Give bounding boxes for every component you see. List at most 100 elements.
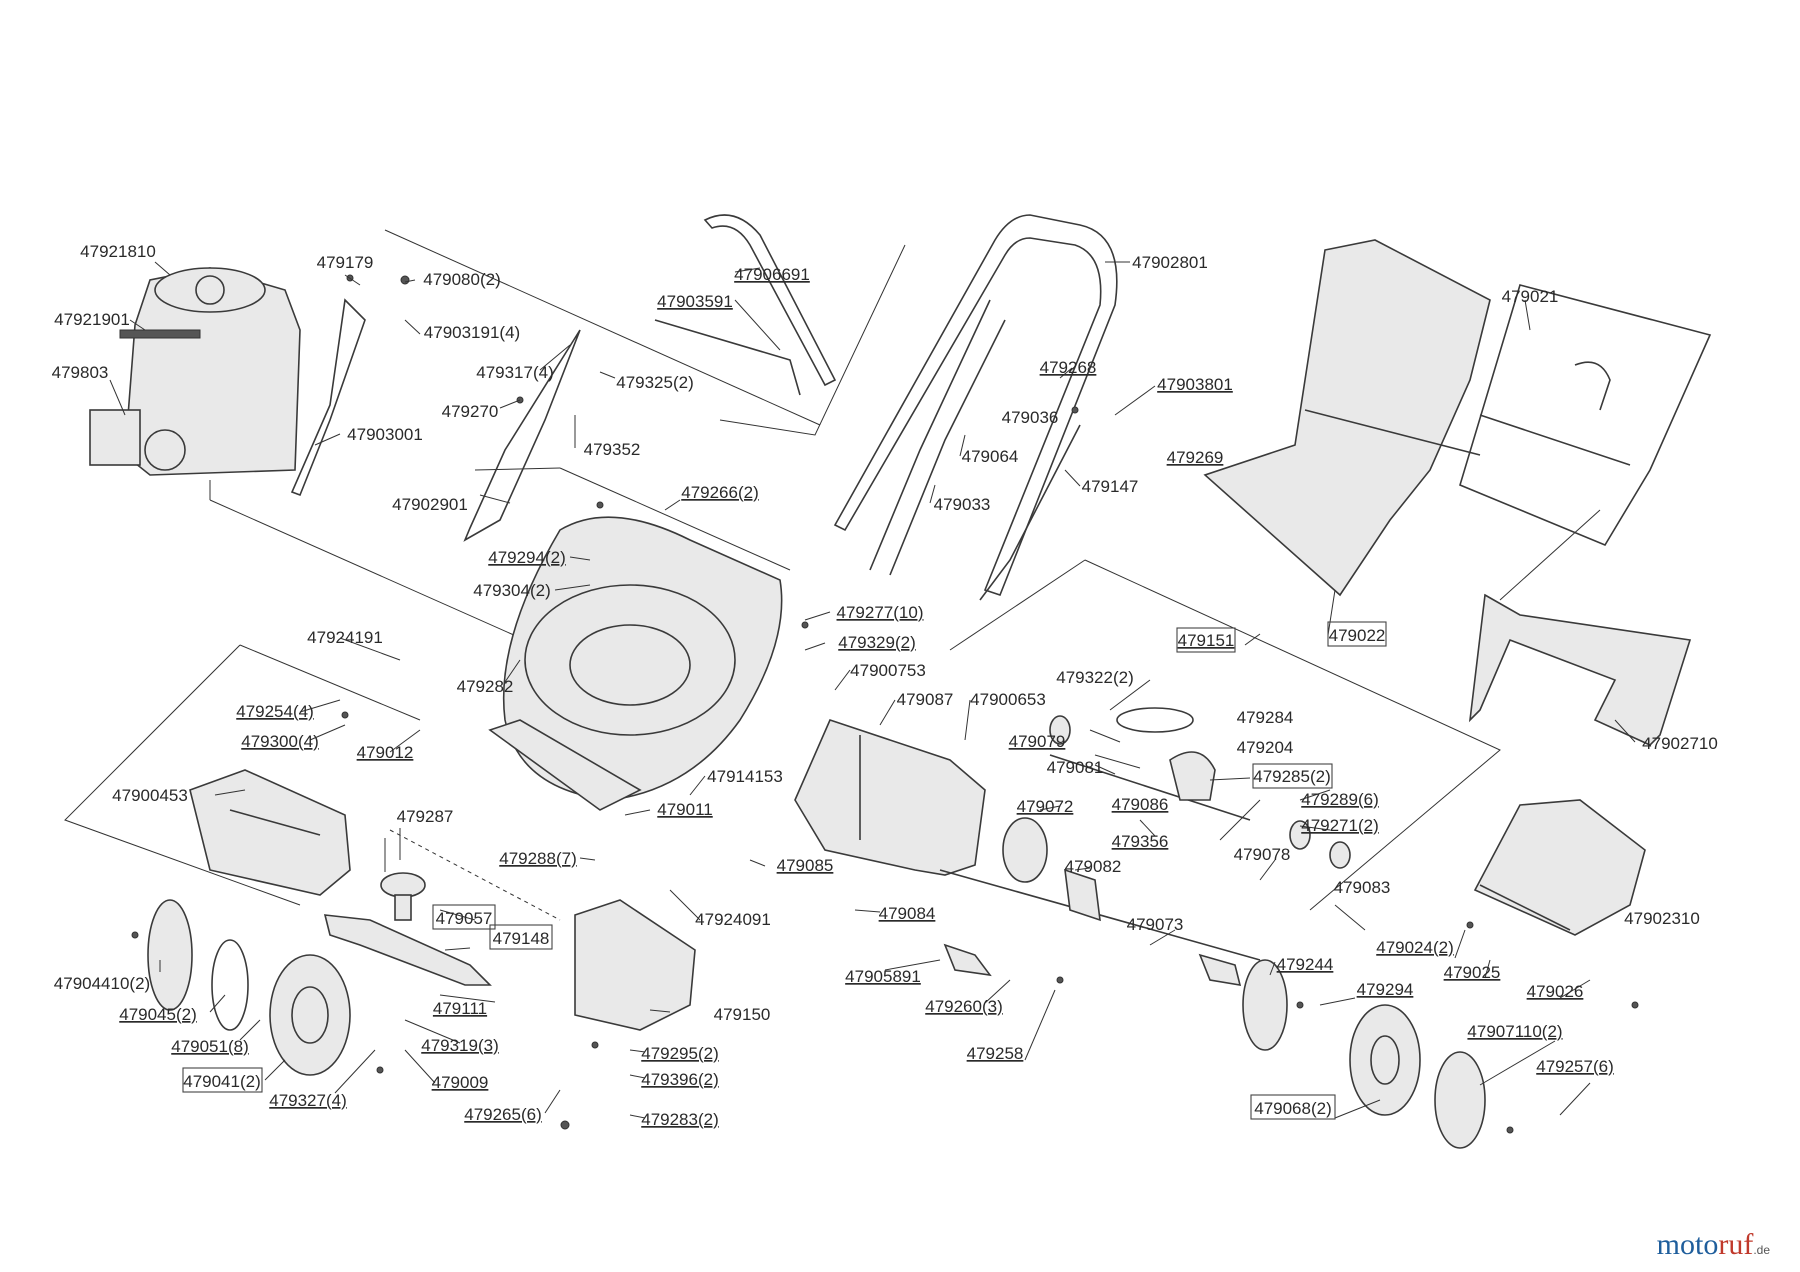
part-label: 479045(2) bbox=[119, 1005, 197, 1024]
rear-flap bbox=[1473, 799, 1646, 936]
rear-wheels bbox=[1242, 959, 1486, 1149]
gearbox-axle bbox=[939, 707, 1351, 986]
part-label: 479271(2) bbox=[1301, 816, 1379, 835]
part-label: 479026 bbox=[1527, 982, 1584, 1001]
part-label: 479148 bbox=[493, 929, 550, 948]
part-label: 47902801 bbox=[1132, 253, 1208, 272]
part-label: 479327(4) bbox=[269, 1091, 347, 1110]
part-label: 47903591 bbox=[657, 292, 733, 311]
part-label: 47902310 bbox=[1624, 909, 1700, 928]
part-label: 47903801 bbox=[1157, 375, 1233, 394]
part-label: 479294(2) bbox=[488, 548, 566, 567]
part-label: 479064 bbox=[962, 447, 1019, 466]
part-label: 479085 bbox=[777, 856, 834, 875]
part-label: 479260(3) bbox=[925, 997, 1003, 1016]
part-label: 479111 bbox=[433, 999, 487, 1018]
part-label: 47903001 bbox=[347, 425, 423, 444]
part-label: 479151 bbox=[1178, 631, 1235, 650]
part-label: 479244 bbox=[1277, 955, 1334, 974]
part-label: 47907110(2) bbox=[1467, 1022, 1562, 1041]
part-label: 479082 bbox=[1065, 857, 1122, 876]
engine-assembly bbox=[89, 267, 301, 500]
part-label: 47905891 bbox=[845, 967, 921, 986]
part-label: 479079 bbox=[1009, 732, 1066, 751]
part-label: 479268 bbox=[1040, 358, 1097, 377]
part-label: 479277(10) bbox=[837, 603, 924, 622]
brand-tld: .de bbox=[1753, 1243, 1770, 1257]
part-label: 479269 bbox=[1167, 448, 1224, 467]
part-label: 479285(2) bbox=[1253, 767, 1331, 786]
part-label: 479087 bbox=[897, 690, 954, 709]
brand-name-b: ruf bbox=[1718, 1228, 1754, 1261]
part-label: 479072 bbox=[1017, 797, 1074, 816]
mulch-plug bbox=[574, 899, 696, 1031]
fasteners bbox=[131, 274, 1639, 1134]
part-label: 47924191 bbox=[307, 628, 383, 647]
part-label: 479179 bbox=[317, 253, 374, 272]
part-label: 479083 bbox=[1334, 878, 1391, 897]
part-label: 47900453 bbox=[112, 786, 188, 805]
part-label: 479033 bbox=[934, 495, 991, 514]
part-label: 479803 bbox=[52, 363, 109, 382]
part-label: 479265(6) bbox=[464, 1105, 542, 1124]
part-label: 479352 bbox=[584, 440, 641, 459]
blade-assembly bbox=[323, 872, 492, 986]
part-labels: 47921810 47921901 479803 479179 479080(2… bbox=[52, 242, 1718, 1129]
part-label: 47903191(4) bbox=[424, 323, 520, 342]
part-label: 479322(2) bbox=[1056, 668, 1134, 687]
part-label: 47921810 bbox=[80, 242, 156, 261]
part-label: 479396(2) bbox=[641, 1070, 719, 1089]
part-label: 479068(2) bbox=[1254, 1099, 1332, 1118]
brand-name-a: moto bbox=[1656, 1228, 1719, 1261]
part-label: 479073 bbox=[1127, 915, 1184, 934]
part-label: 479086 bbox=[1112, 795, 1169, 814]
part-label: 479036 bbox=[1002, 408, 1059, 427]
part-label: 47904410(2) bbox=[54, 974, 150, 993]
part-label: 479009 bbox=[432, 1073, 489, 1092]
front-cover bbox=[189, 769, 351, 896]
upper-handle bbox=[654, 214, 1118, 601]
part-label: 479051(8) bbox=[171, 1037, 249, 1056]
part-label: 479080(2) bbox=[423, 270, 501, 289]
brand-logo[interactable]: motoruf.de bbox=[1657, 1228, 1770, 1262]
part-label: 479294 bbox=[1357, 980, 1414, 999]
part-label: 47900653 bbox=[970, 690, 1046, 709]
part-label: 479282 bbox=[457, 677, 514, 696]
part-label: 479288(7) bbox=[499, 849, 577, 868]
assembly-frames bbox=[64, 229, 1601, 921]
part-label: 479266(2) bbox=[681, 483, 759, 502]
part-label: 47900753 bbox=[850, 661, 926, 680]
part-label: 479022 bbox=[1329, 626, 1386, 645]
lower-handles bbox=[290, 298, 581, 542]
part-label: 47902710 bbox=[1642, 734, 1718, 753]
label-boxes bbox=[182, 621, 1387, 1120]
part-label: 479084 bbox=[879, 904, 936, 923]
part-label: 479300(4) bbox=[241, 732, 319, 751]
part-label: 479257(6) bbox=[1536, 1057, 1614, 1076]
part-label: 479204 bbox=[1237, 738, 1294, 757]
part-label: 479319(3) bbox=[421, 1036, 499, 1055]
part-label: 479021 bbox=[1502, 287, 1559, 306]
part-label: 47906691 bbox=[734, 265, 810, 284]
part-label: 479304(2) bbox=[473, 581, 551, 600]
part-label: 47924091 bbox=[695, 910, 771, 929]
leader-lines bbox=[109, 261, 1636, 1119]
part-label: 47902901 bbox=[392, 495, 468, 514]
part-label: 479025 bbox=[1444, 963, 1501, 982]
part-label: 479012 bbox=[357, 743, 414, 762]
part-label: 47914153 bbox=[707, 767, 783, 786]
part-label: 479024(2) bbox=[1376, 938, 1454, 957]
part-label: 479325(2) bbox=[616, 373, 694, 392]
part-label: 479289(6) bbox=[1301, 790, 1379, 809]
part-label: 479287 bbox=[397, 807, 454, 826]
part-label: 479283(2) bbox=[641, 1110, 719, 1129]
part-label: 479078 bbox=[1234, 845, 1291, 864]
part-label: 479270 bbox=[442, 402, 499, 421]
part-label: 479284 bbox=[1237, 708, 1294, 727]
part-label: 47921901 bbox=[54, 310, 130, 329]
part-label: 479041(2) bbox=[183, 1072, 261, 1091]
rear-chute bbox=[794, 719, 986, 876]
part-label: 479081 bbox=[1047, 758, 1104, 777]
